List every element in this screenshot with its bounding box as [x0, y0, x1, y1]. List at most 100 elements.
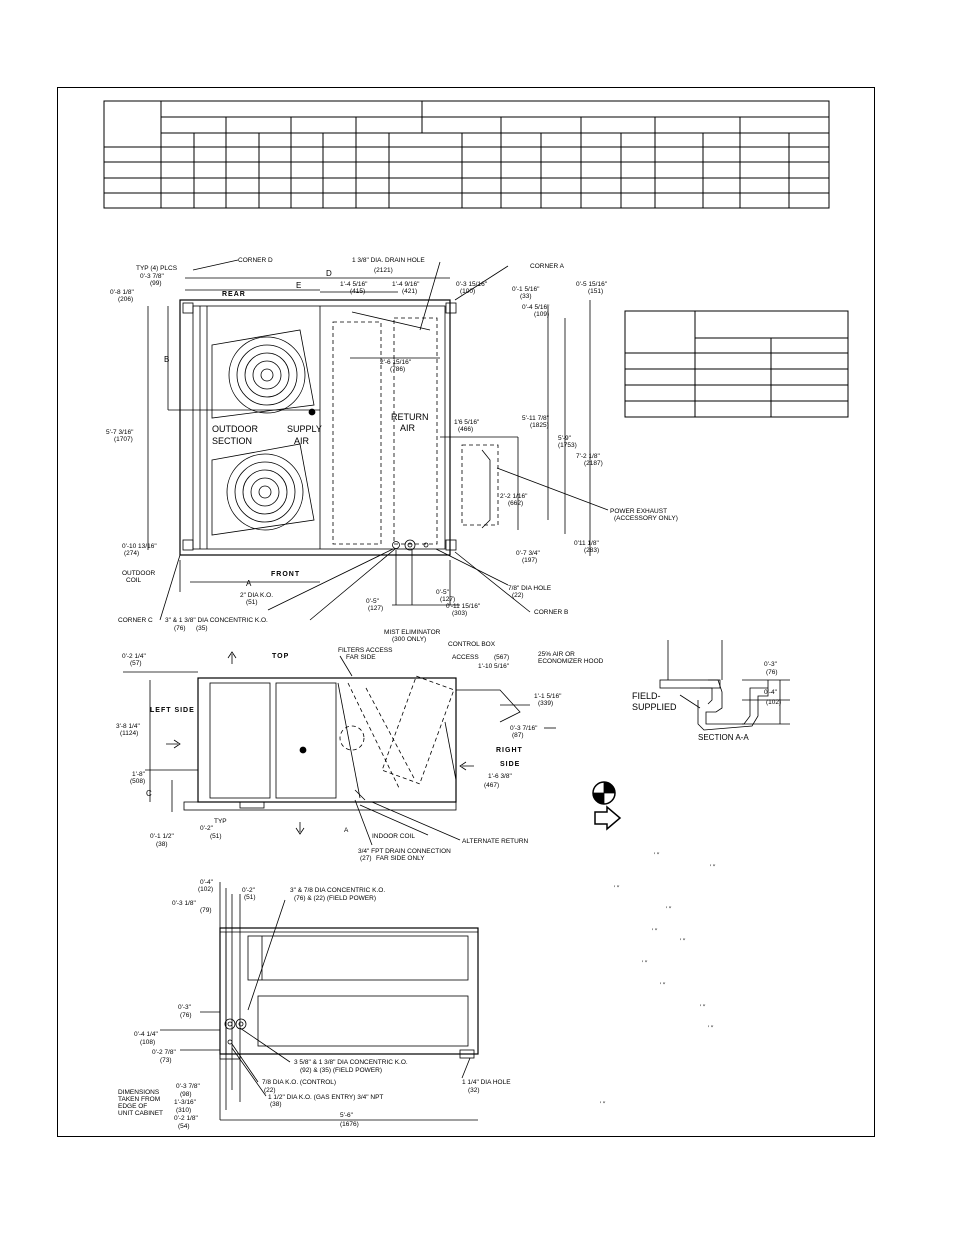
stray-marks: ′ ″: [642, 960, 648, 967]
label-mm: (76): [180, 1012, 192, 1019]
label-dim: 2'-2 1/16": [500, 493, 528, 500]
label-section-aa: SECTION A-A: [698, 733, 749, 742]
label-dim: 1'-1 5/16": [534, 693, 562, 700]
label-mm: (33): [520, 293, 532, 300]
label-outdoor-coil: COIL: [126, 577, 142, 584]
label-dim: 0'-1 1/2": [150, 833, 174, 840]
label-mm: (102): [198, 886, 213, 893]
label-mm: (415): [350, 288, 365, 295]
label-outdoor-coil: OUTDOOR: [122, 570, 156, 577]
label-dim: 1'-4 9/16": [392, 281, 420, 288]
label-mm: (108): [140, 1039, 155, 1046]
stray-marks: ′ ″: [700, 1004, 706, 1011]
label-control-box: ACCESS: [452, 654, 479, 661]
label-mm: (2121): [374, 267, 393, 274]
label-mm: (206): [118, 296, 133, 303]
label-hole: 7/8" DIA HOLE: [508, 585, 552, 592]
label-dim: 0'-3 7/8": [140, 273, 164, 280]
label-mm: (38): [156, 841, 168, 848]
stray-marks: ′ ″: [614, 885, 620, 892]
label-mm: (51): [246, 599, 258, 606]
section-a-a: [659, 640, 790, 731]
label-dim: 3'-8 1/4": [116, 723, 140, 730]
condenser-fan-1: [211, 329, 315, 419]
label-dim: 0'-11 15/16": [446, 603, 481, 610]
label-dims-note: TAKEN FROM: [118, 1096, 160, 1103]
label-hole: 1 1/4" DIA HOLE: [462, 1079, 511, 1086]
plan-view: [147, 259, 609, 621]
label-dim: 0'-2 1/4": [122, 653, 146, 660]
label-supply-air: AIR: [294, 436, 310, 446]
label-dim: 0'-8 1/8": [110, 289, 134, 296]
label-a: A: [246, 579, 252, 588]
label-outdoor-section: OUTDOOR: [212, 424, 258, 434]
label-ko: 3" & 1 3/8" DIA CONCENTRIC K.O.: [165, 617, 268, 624]
stray-marks: ′ ″: [708, 1025, 714, 1032]
label-mm: (466): [458, 426, 473, 433]
label-mm: (662): [508, 500, 523, 507]
label-typ: TYP: [214, 818, 227, 825]
label-right-side: SIDE: [500, 761, 520, 768]
label-corner-c: CORNER C: [118, 617, 153, 624]
label-left-side: LEFT SIDE: [150, 707, 195, 714]
label-fpt: 3/4" FPT DRAIN CONNECTION: [358, 848, 451, 855]
label-mm: (786): [390, 366, 405, 373]
label-dims-note: UNIT CABINET: [118, 1110, 163, 1117]
label-mm: (51): [210, 833, 222, 840]
label-dim: 5'-7 3/16": [106, 429, 134, 436]
label-mm: (421): [402, 288, 417, 295]
label-mm: (1676): [340, 1121, 359, 1128]
label-ko: 7/8 DIA K.O. (CONTROL): [262, 1079, 336, 1086]
label-dim: 5'-11 7/8": [522, 415, 550, 422]
label-dim: 0'-3 1/8": [172, 900, 196, 907]
label-corner-b: CORNER B: [534, 609, 568, 616]
label-ko: 3" & 7/8 DIA CONCENTRIC K.O.: [290, 887, 385, 894]
label-mm: (274): [124, 550, 139, 557]
label-mm: (2187): [584, 460, 603, 467]
label-ko: 2" DIA K.O.: [240, 592, 273, 599]
label-mm: (54): [178, 1123, 190, 1130]
label-mm: (76): [174, 625, 186, 632]
label-dims-note: DIMENSIONS: [118, 1089, 160, 1096]
stray-marks: ′ ″: [710, 864, 716, 871]
label-field-supplied: FIELD-: [632, 691, 661, 701]
label-dim: 0'11 1/8": [574, 540, 599, 547]
stray-marks: ′ ″: [680, 938, 686, 945]
label-ko: 3 5/8" & 1 3/8" DIA CONCENTRIC K.O.: [294, 1059, 408, 1066]
label-dim: 0'-3 7/16": [510, 725, 538, 732]
label-dim: 0'-1 5/16": [512, 286, 540, 293]
label-rear: REAR: [222, 291, 246, 298]
label-dim: 1'-6 3/8": [488, 773, 512, 780]
label-mm: (1753): [558, 442, 577, 449]
label-ko: (22): [264, 1087, 276, 1094]
airflow-arrows: [166, 651, 474, 835]
label-dim: 0'-4 1/4": [134, 1031, 158, 1038]
label-dim: 0'-3": [764, 661, 778, 668]
label-filters: FILTERS ACCESS: [338, 647, 393, 654]
label-dim: 5'-6": [340, 1112, 354, 1119]
label-corner-d: CORNER D: [238, 257, 273, 264]
label-drain-hole: 1 3/8" DIA. DRAIN HOLE: [352, 257, 425, 264]
label-dim: 7'-2 1/8": [576, 453, 600, 460]
label-mist: (300 ONLY): [392, 636, 426, 643]
label-dim: 0'-3": [178, 1004, 192, 1011]
label-mm: (127): [440, 596, 455, 603]
stray-marks: ′ ″: [652, 928, 658, 935]
drawing-frame: [57, 87, 875, 1137]
label-mm: (76): [766, 669, 778, 676]
label-mm: (22): [512, 592, 524, 599]
label-dim: 2'-6 15/16": [380, 359, 412, 366]
label-dim: 0'-3 15/16": [456, 281, 488, 288]
label-dim: 1'-8": [132, 771, 146, 778]
label-mm: (467): [484, 782, 499, 789]
label-ko: 1 1/2" DIA K.O. (GAS ENTRY) 3/4" NPT: [268, 1094, 383, 1101]
label-dim: 0'-5": [366, 598, 380, 605]
label-dim: 1'-3/16": [174, 1099, 197, 1106]
stray-marks: ′ ″: [600, 1101, 606, 1108]
label-a-small: A: [344, 827, 349, 834]
stray-marks: ′ ″: [666, 906, 672, 913]
label-dim: 0'-2 1/8": [174, 1115, 198, 1122]
label-mm: (73): [160, 1057, 172, 1064]
label-right-side: RIGHT: [496, 747, 523, 754]
label-return-air: AIR: [400, 423, 416, 433]
